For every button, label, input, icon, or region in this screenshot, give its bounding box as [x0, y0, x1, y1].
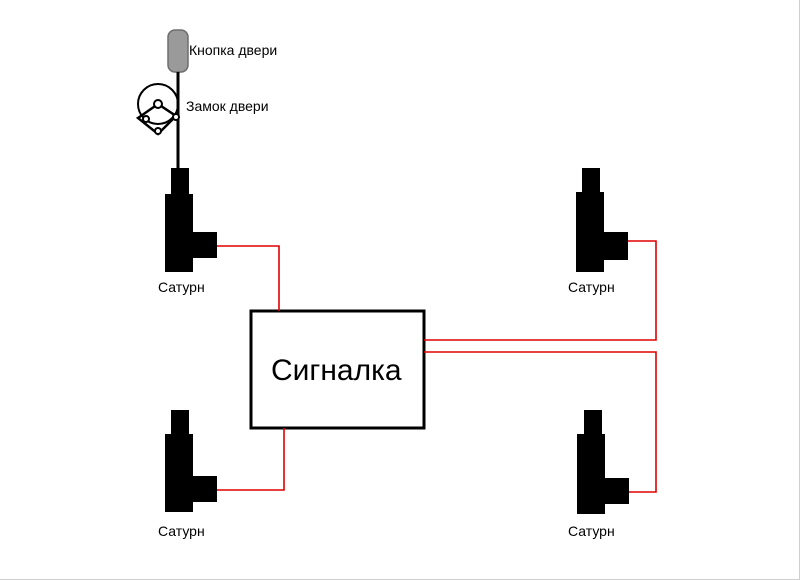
actuator-bottom-right-label: Сатурн [568, 523, 615, 539]
alarm-unit-label: Сигналка [271, 354, 402, 387]
wire-bottom-right [424, 351, 657, 493]
door-lock-icon [135, 83, 180, 136]
actuator-top-right-label: Сатурн [568, 279, 615, 295]
door-button-icon [167, 29, 189, 73]
wire-bottom-left [217, 428, 285, 491]
alarm-unit-box [249, 309, 426, 430]
actuator-top-right-icon [576, 168, 628, 272]
actuator-bottom-left-label: Сатурн [158, 523, 205, 539]
actuator-top-left-label: Сатурн [158, 279, 205, 295]
wire-top-right [424, 240, 657, 341]
actuator-bottom-right-icon [577, 410, 629, 514]
door-lock-label: Замок двери [186, 98, 269, 114]
actuator-top-left-icon [165, 168, 217, 272]
wire-top-left [217, 245, 280, 311]
actuator-bottom-left-icon [165, 410, 217, 512]
door-button-label: Кнопка двери [189, 42, 278, 58]
